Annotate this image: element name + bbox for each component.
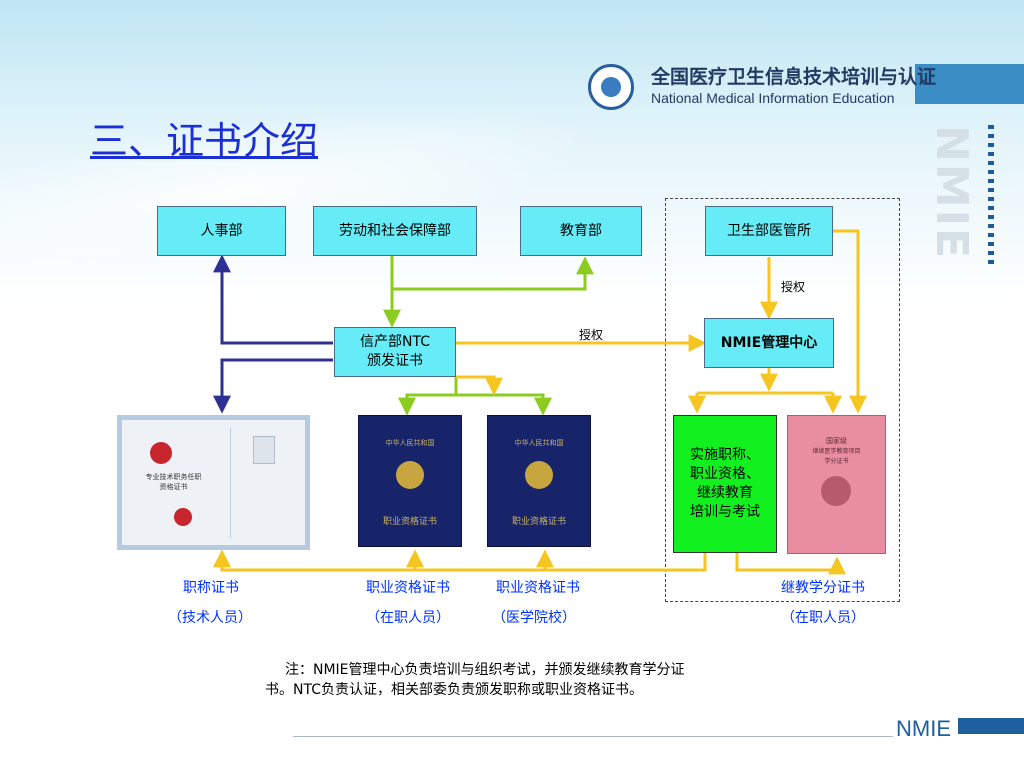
pink-cert-top: 国家级 — [826, 437, 847, 445]
box-laodong: 劳动和社会保障部 — [313, 206, 477, 256]
nmie-seal-logo — [588, 64, 634, 110]
continuing-education-certificate-image: 国家级 继续医学教育项目 学分证书 — [787, 415, 886, 554]
slide-title: 三、证书介绍 — [90, 119, 319, 163]
pink-seal-icon — [821, 476, 851, 506]
box-training-line3: 继续教育 — [697, 485, 753, 501]
vocational-certificate-2-image: 中华人民共和国 职业资格证书 — [487, 415, 591, 547]
arrow-weisheng-to-pink — [833, 229, 867, 414]
footer-accent-bar — [958, 718, 1024, 734]
white-cert-title2: 资格证书 — [159, 483, 188, 491]
national-emblem-icon — [525, 461, 553, 489]
label-vocational-1: 职业资格证书 — [366, 580, 450, 596]
box-training: 实施职称、 职业资格、 继续教育 培训与考试 — [673, 415, 777, 553]
edge-label-auth-weisheng: 授权 — [781, 280, 806, 294]
footnote-line1: 注：NMIE管理中心负责培训与组织考试，并颁发继续教育学分证 — [285, 662, 685, 678]
label-vocational-1-sub: （在职人员） — [366, 610, 450, 626]
arrow-ntc-to-renshi — [213, 254, 333, 345]
blue-cert2-bottom: 职业资格证书 — [511, 517, 566, 527]
box-ntc-line2: 颁发证书 — [367, 353, 423, 369]
arrow-green-to-pink — [735, 553, 846, 575]
blue-cert1-top: 中华人民共和国 — [385, 439, 435, 447]
label-title-cert-sub: （技术人员） — [168, 610, 252, 626]
label-vocational-2-sub: （医学院校） — [492, 610, 576, 626]
box-nmie: NMIE管理中心 — [704, 318, 834, 368]
nmie-dashed-region — [665, 198, 900, 602]
pink-cert-mid: 继续医学教育项目 — [812, 448, 861, 455]
header-title-cn: 全国医疗卫生信息技术培训与认证 — [651, 66, 937, 88]
box-jiaoyu: 教育部 — [520, 206, 642, 256]
box-ntc-line1: 信产部NTC — [360, 334, 430, 351]
blue-cert2-top: 中华人民共和国 — [514, 439, 564, 447]
label-continuing: 继教学分证书 — [781, 580, 865, 596]
arrow-green-to-bottom — [213, 549, 707, 572]
arrow-ntc-to-voc2-yellow — [456, 375, 503, 396]
national-emblem-icon — [396, 461, 424, 489]
pink-cert-mid2: 学分证书 — [824, 458, 849, 465]
vocational-certificate-1-image: 中华人民共和国 职业资格证书 — [358, 415, 462, 547]
label-vocational-2: 职业资格证书 — [496, 580, 580, 596]
vertical-brand-text: NMIE — [926, 125, 977, 261]
box-renshi: 人事部 — [157, 206, 286, 256]
header-title-en: National Medical Information Education — [651, 90, 895, 106]
box-training-line4: 培训与考试 — [690, 503, 760, 520]
photo-slot — [253, 436, 275, 464]
footnote-line2: 书。NTC负责认证，相关部委负责颁发职称或职业资格证书。 — [265, 682, 643, 699]
label-title-cert: 职称证书 — [183, 580, 239, 596]
blue-cert1-bottom: 职业资格证书 — [382, 517, 437, 527]
box-training-line1: 实施职称、 — [690, 447, 760, 464]
edge-label-auth-ntc: 授权 — [579, 328, 604, 342]
label-continuing-sub: （在职人员） — [781, 610, 865, 626]
box-weisheng: 卫生部医管所 — [705, 206, 833, 256]
footer-brand: NMIE — [896, 716, 951, 741]
emblem-icon — [150, 442, 172, 464]
title-certificate-image: 专业技术职务任职 资格证书 — [117, 415, 310, 550]
white-cert-title: 专业技术职务任职 — [145, 473, 202, 481]
cert-right-panel — [230, 428, 297, 538]
vertical-dots-decoration — [988, 125, 994, 265]
footer-divider — [293, 736, 893, 737]
arrow-ntc-to-voc-certs — [405, 393, 545, 410]
footnote: 注：NMIE管理中心负责培训与组织考试，并颁发继续教育学分证 书。NTC负责认证… — [265, 660, 785, 701]
arrow-ntc-to-jiaoyu — [392, 256, 594, 291]
arrow-ntc-to-title-cert — [213, 358, 333, 414]
header-accent-strip — [915, 64, 1024, 104]
box-training-line2: 职业资格、 — [690, 466, 760, 483]
seal-icon — [174, 508, 192, 526]
box-ntc: 信产部NTC 颁发证书 — [334, 327, 456, 377]
